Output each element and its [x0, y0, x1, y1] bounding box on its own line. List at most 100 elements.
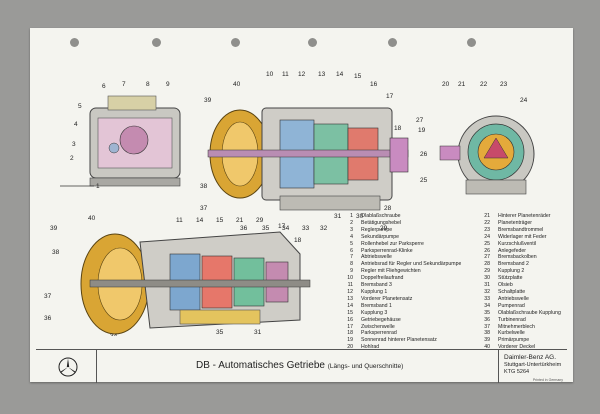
callout-number: 14	[196, 217, 204, 224]
punch-hole	[70, 38, 79, 47]
title-block: DB - Automatisches Getriebe (Längs- und …	[36, 349, 567, 383]
callout-number: 8	[146, 81, 150, 88]
callout-number: 38	[200, 183, 208, 190]
divider	[498, 350, 499, 383]
callout-number: 21	[236, 217, 244, 224]
callout-number: 20	[442, 81, 450, 88]
callout-number: 13	[318, 71, 326, 78]
callout-number: 11	[176, 217, 183, 224]
title-main: DB - Automatisches Getriebe	[196, 360, 325, 371]
transmission-diagrams: 1 2 3 4 5 6 7 8 9 40 39 10 11 12 13 14 1…	[44, 71, 535, 336]
publisher-name: Daimler-Benz AG.	[504, 354, 557, 361]
publisher-block: Daimler-Benz AG. Stuttgart-Untertürkheim…	[504, 354, 561, 377]
callout-number: 2	[70, 155, 74, 162]
callout-number: 35	[262, 225, 270, 232]
callout-number: 16	[370, 81, 378, 88]
callout-number: 6	[102, 83, 106, 90]
publisher-code: KTG 5264	[504, 369, 530, 375]
callout-number: 12	[298, 71, 306, 78]
callout-number: 40	[233, 81, 241, 88]
figure-perspective-cutaway	[80, 231, 311, 335]
callout-number: 34	[110, 333, 118, 336]
callout-number: 36	[240, 225, 248, 232]
callout-number: 38	[52, 249, 60, 256]
punch-hole	[467, 38, 476, 47]
callout-number: 36	[44, 315, 52, 322]
punch-hole	[388, 38, 397, 47]
punch-hole	[152, 38, 161, 47]
divider	[96, 350, 97, 383]
callout-number: 34	[282, 225, 290, 232]
callout-number: 26	[420, 151, 428, 158]
callout-number: 29	[256, 217, 264, 224]
callout-number: 18	[394, 125, 402, 132]
callout-number: 4	[74, 121, 78, 128]
punch-hole	[231, 38, 240, 47]
callout-number: 32	[320, 225, 328, 232]
callout-number: 31	[254, 329, 262, 336]
callout-number: 11	[282, 71, 289, 78]
figure-cross-section	[439, 115, 535, 195]
callout-number: 35	[216, 329, 224, 336]
publisher-city: Stuttgart-Untertürkheim	[504, 361, 562, 368]
callout-number: 17	[278, 223, 286, 230]
callouts-fig1: 1 2 3 4 5 6 7 8 9	[70, 81, 170, 190]
callout-number: 37	[200, 205, 208, 212]
callout-number: 7	[122, 81, 126, 88]
title-sub: (Längs- und Querschnitte)	[327, 363, 404, 370]
callout-number: 22	[480, 81, 488, 88]
callout-number: 37	[44, 293, 52, 300]
callout-number: 15	[354, 73, 362, 80]
figure-longitudinal-section	[207, 107, 409, 211]
callout-number: 9	[166, 81, 170, 88]
callout-number: 19	[418, 127, 426, 134]
printed-note: Printed in Germany	[532, 378, 563, 382]
callout-number: 18	[294, 237, 302, 244]
callout-number: 25	[420, 177, 428, 184]
callout-number: 30	[356, 213, 364, 220]
callouts-fig3: 19 20 21 22 23 24 27 26 25	[416, 81, 528, 184]
callouts-fig2: 40 39 10 11 12 13 14 15 16 17 18 38 37 3…	[200, 71, 402, 232]
mercedes-star-logo	[58, 357, 78, 377]
callout-number: 33	[302, 225, 310, 232]
callout-number: 28	[384, 205, 392, 212]
